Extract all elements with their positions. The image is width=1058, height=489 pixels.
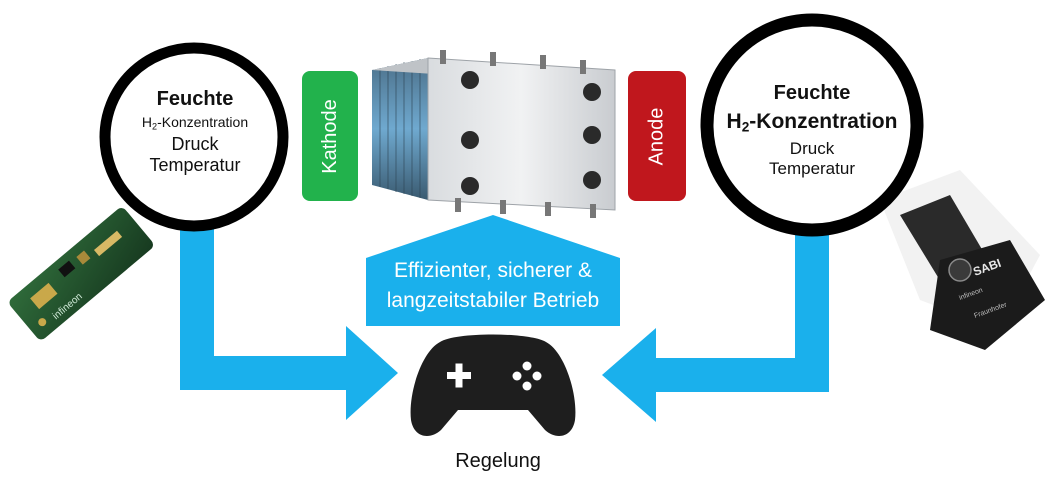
benefit-banner-text: Effizienter, sicherer & langzeitstabiler… — [366, 256, 620, 317]
benefit-line-2: langzeitstabiler Betrieb — [386, 289, 600, 313]
fuel-cell-stack — [372, 50, 616, 218]
left-lens-humidity: Feuchte — [156, 88, 234, 110]
anode-label-text: Anode — [645, 107, 668, 165]
controller-label: Regelung — [455, 450, 541, 472]
right-lens-h2: H2-Konzentration — [726, 109, 898, 134]
left-arrow — [180, 200, 398, 420]
right-arrow — [602, 200, 829, 422]
right-lens-temperature: Temperatur — [769, 159, 855, 179]
left-lens-ring — [99, 42, 289, 232]
right-lens-pressure: Druck — [789, 139, 835, 159]
left-lens-temperature: Temperatur — [149, 154, 241, 175]
right-lens-text: Feuchte H2-Konzentration Druck Temperatu… — [712, 82, 912, 179]
left-lens-pressure: Druck — [171, 133, 219, 154]
right-lens-ring — [700, 13, 924, 237]
left-sensor-board: infineon — [9, 208, 153, 340]
right-lens-humidity: Feuchte — [773, 82, 851, 104]
benefit-banner — [366, 215, 620, 326]
left-lens-h2: H2-Konzentration — [141, 113, 249, 131]
benefit-line-1: Effizienter, sicherer & — [393, 259, 593, 282]
cathode-label-text: Kathode — [318, 98, 341, 174]
right-sensor-module: SABI infineon Fraunhofer — [880, 170, 1045, 350]
gamepad-icon — [410, 334, 576, 436]
left-lens-text: Feuchte H2-Konzentration Druck Temperatu… — [110, 88, 280, 176]
cathode-label: Kathode — [302, 71, 358, 201]
anode-label: Anode — [628, 71, 686, 201]
